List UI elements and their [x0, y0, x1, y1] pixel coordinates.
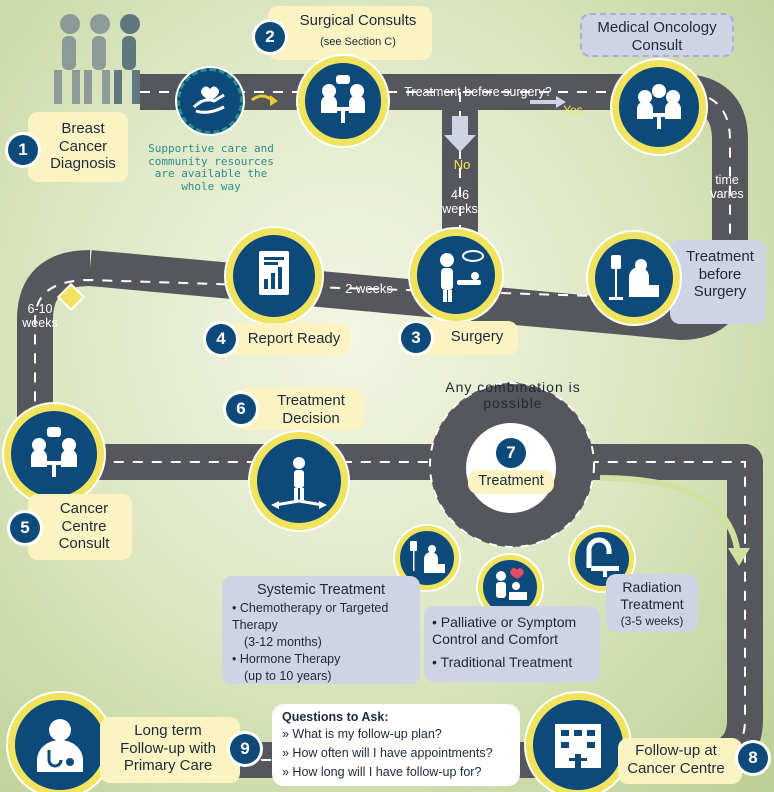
yes-label: Yes	[563, 103, 583, 117]
treatment-decision-node	[250, 432, 348, 530]
question-1: » What is my follow-up plan?	[282, 727, 442, 741]
consultation-icon	[637, 84, 681, 129]
treatment-before-surgery-question: Treatment before surgery?	[404, 85, 552, 99]
medical-oncology-node	[612, 60, 706, 154]
supportive-care-text: Supportive care and community resources …	[148, 142, 274, 193]
systemic-item-1: Chemotherapy or Targeted Therapy	[232, 601, 389, 632]
systemic-treatment-panel: Systemic Treatment • Chemotherapy or Tar…	[222, 576, 420, 684]
infusion-chair-icon	[609, 255, 659, 300]
cancer-centre-followup-node	[526, 693, 630, 792]
flow-arrowhead	[728, 548, 750, 566]
step-9-label: Long term Follow-up with Primary Care	[100, 717, 240, 783]
infusion-chair-icon	[410, 541, 445, 573]
weeks-4-6-label: 4-6 weeks	[442, 188, 478, 216]
step-7-number: 7	[496, 438, 526, 468]
step-7-label: Treatment	[468, 470, 554, 494]
step-8-number: 8	[738, 743, 768, 773]
hospital-building-icon	[555, 724, 601, 768]
caregiver-icon	[496, 568, 527, 600]
no-label: No	[453, 157, 471, 172]
flow-arrow	[599, 475, 741, 556]
step-5-label: Cancer Centre Consult	[28, 494, 132, 560]
report-node	[226, 228, 322, 324]
two-weeks-label: 2 weeks	[345, 281, 393, 296]
milestone-sign-icon	[56, 282, 86, 312]
radiation-panel: Radiation Treatment (3-5 weeks)	[606, 574, 698, 632]
step-8-label: Follow-up at Cancer Centre	[618, 738, 742, 784]
road-left	[17, 250, 763, 778]
helping-hands-icon	[192, 86, 225, 114]
supportive-care-node	[177, 68, 243, 134]
no-arrow	[444, 116, 476, 152]
treatment-hub	[466, 423, 556, 513]
cancer-centre-consult-node	[4, 404, 104, 504]
palliative-panel: • Palliative or Symptom Control and Comf…	[424, 606, 600, 682]
radiation-machine-icon	[586, 537, 619, 577]
treatment-before-surgery-label: Treatment before Surgery	[670, 240, 766, 324]
surgeon-icon	[440, 250, 484, 302]
step-4-label: Report Ready	[224, 323, 350, 355]
crossroads-person-icon	[271, 457, 327, 509]
step-5-number: 5	[10, 513, 40, 543]
walking-people-icon	[54, 14, 140, 104]
radiation-title: Radiation Treatment	[620, 579, 684, 612]
step-6-label: Treatment Decision	[236, 388, 364, 430]
time-varies-label: time varies	[710, 173, 744, 201]
step-3-number: 3	[401, 323, 431, 353]
step-3-label: Surgery	[418, 321, 518, 355]
step-2-number: 2	[255, 22, 285, 52]
question-3: » How long will I have follow-up for?	[282, 765, 482, 779]
doctor-icon	[37, 719, 83, 772]
step-1-number: 1	[8, 135, 38, 165]
weeks-6-10-label: 6-10 weeks	[22, 302, 58, 330]
questions-title: Questions to Ask:	[282, 710, 389, 724]
radiation-detail: (3-5 weeks)	[620, 614, 684, 628]
systemic-title: Systemic Treatment	[256, 582, 386, 598]
step-6-number: 6	[226, 394, 256, 424]
systemic-item-2-detail: (up to 10 years)	[244, 668, 332, 683]
systemic-item-1-detail: (3-12 months)	[244, 634, 322, 649]
surgery-node	[410, 229, 502, 321]
question-2: » How often will I have appointments?	[282, 746, 493, 760]
report-icon	[259, 251, 289, 295]
palliative-item-1: • Palliative or Symptom Control and Comf…	[432, 614, 577, 647]
consultation-icon	[321, 75, 365, 123]
primary-care-node	[8, 693, 112, 792]
medical-oncology-label: Medical Oncology Consult	[580, 13, 734, 57]
surgical-consult-node	[298, 56, 388, 146]
systemic-list: • Chemotherapy or Targeted Therapy (3-12…	[232, 600, 412, 684]
consultation-icon	[31, 427, 77, 477]
palliative-item-2: • Traditional Treatment	[432, 653, 573, 670]
step-1-label: Breast Cancer Diagnosis	[28, 112, 128, 182]
systemic-item-2: Hormone Therapy	[239, 651, 341, 666]
questions-panel: Questions to Ask: » What is my follow-up…	[272, 704, 520, 786]
any-combination-label: Any combination is possible	[445, 379, 581, 411]
step-2-label: Surgical Consults (see Section C)	[268, 6, 432, 60]
radiation-treatment-node	[570, 527, 634, 591]
treatment-before-surgery-node	[588, 232, 680, 324]
step-4-number: 4	[206, 324, 236, 354]
systemic-treatment-node	[395, 526, 459, 590]
step-9-number: 9	[230, 734, 260, 764]
